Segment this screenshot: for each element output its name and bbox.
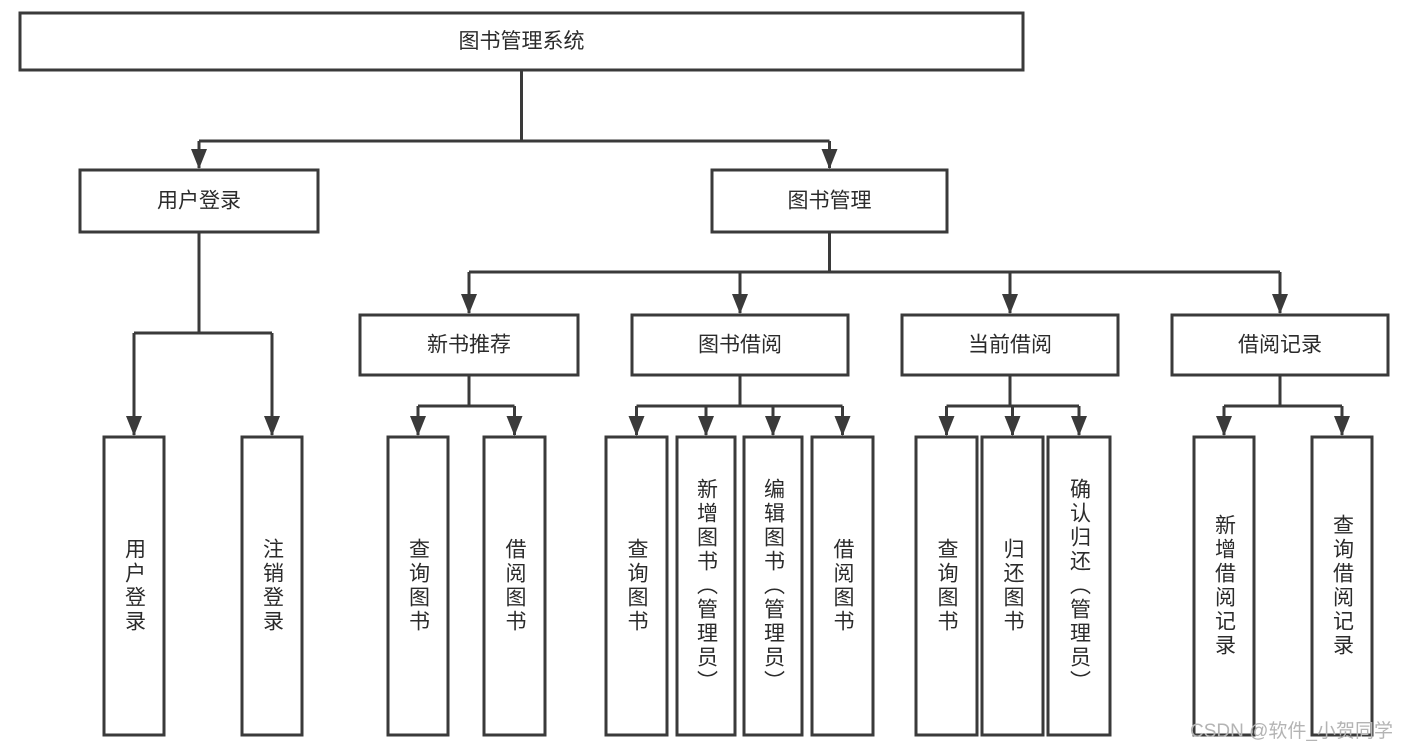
- node-box-leaf-11: [1192, 435, 1256, 737]
- node-box-level2-0: [78, 168, 320, 234]
- arrow-head-icon-leaf-新书推荐-0: [410, 416, 426, 436]
- node-box-leaf-9: [980, 435, 1045, 737]
- arrow-head-icon-leaf-用户登录-0: [126, 416, 142, 436]
- watermark-text: CSDN @软件_小贺同学: [1190, 721, 1393, 742]
- node-box-leaf-5: [675, 435, 737, 737]
- node-label-level3-1: 图书借阅: [698, 334, 782, 357]
- node-label-level3-0: 新书推荐: [427, 334, 511, 357]
- node-box-leaf-0: [102, 435, 166, 737]
- node-box-leaf-8: [914, 435, 979, 737]
- node-box-leaf-4: [604, 435, 669, 737]
- node-box-leaf-1: [240, 435, 304, 737]
- arrow-head-icon-level3-2: [1002, 294, 1018, 314]
- node-box-level3-0: [358, 313, 580, 377]
- node-box-root: [18, 11, 1025, 72]
- node-box-leaf-6: [742, 435, 804, 737]
- node-label-level2-1: 图书管理: [788, 190, 872, 213]
- node-box-level3-2: [900, 313, 1120, 377]
- arrow-head-icon-level3-0: [461, 294, 477, 314]
- node-box-leaf-2: [386, 435, 450, 737]
- arrow-head-icon-leaf-借阅记录-1: [1334, 416, 1350, 436]
- node-boxes-layer: [18, 11, 1390, 737]
- arrow-head-icon-leaf-新书推荐-1: [506, 416, 523, 436]
- arrow-head-icon-leaf-当前借阅-2: [1071, 416, 1087, 436]
- arrow-head-icon-level3-3: [1272, 294, 1288, 314]
- connectors-layer: [126, 70, 1350, 436]
- arrow-head-icon-leaf-图书借阅-0: [628, 416, 645, 436]
- arrow-head-icon-leaf-用户登录-1: [264, 416, 280, 436]
- arrow-head-icon-leaf-当前借阅-0: [938, 416, 955, 436]
- arrow-head-icon-leaf-图书借阅-1: [698, 416, 714, 436]
- node-box-leaf-12: [1310, 435, 1374, 737]
- node-box-leaf-10: [1046, 435, 1112, 737]
- arrow-head-icon-level3-1: [732, 294, 748, 314]
- node-box-leaf-7: [810, 435, 875, 737]
- node-label-root: 图书管理系统: [459, 30, 585, 53]
- arrow-head-icon-leaf-借阅记录-0: [1216, 416, 1232, 436]
- arrow-head-icon-leaf-图书借阅-3: [834, 416, 851, 436]
- node-label-level2-0: 用户登录: [157, 190, 241, 213]
- node-label-level3-2: 当前借阅: [968, 334, 1052, 357]
- arrow-head-icon-leaf-当前借阅-1: [1004, 416, 1021, 436]
- arrow-head-icon-level2-0: [191, 149, 207, 169]
- arrow-head-icon-leaf-图书借阅-2: [765, 416, 781, 436]
- node-box-leaf-3: [482, 435, 547, 737]
- node-label-level3-3: 借阅记录: [1238, 334, 1322, 357]
- arrow-head-icon-level2-1: [821, 149, 838, 169]
